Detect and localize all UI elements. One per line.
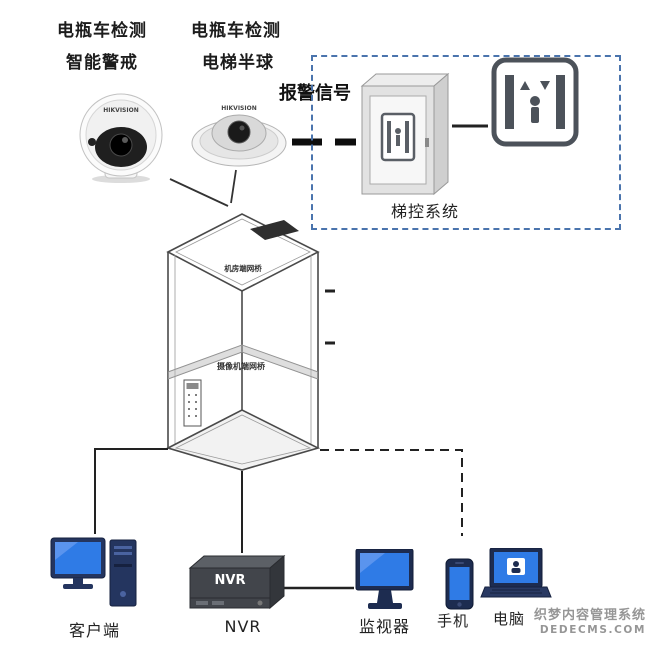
elevator-mid-band (168, 345, 318, 379)
camera1-label-line2: 智能警戒 (66, 53, 138, 73)
watermark: 织梦内容管理系统 DEDECMS.COM (524, 608, 646, 636)
turret-brand-text: HIKVISION (103, 107, 138, 114)
laptop-label: 电脑 (493, 610, 526, 628)
turret-camera-icon: HIKVISION (74, 90, 168, 184)
mini-dome-camera-icon: HIKVISION (190, 96, 288, 170)
monitor-icon (355, 548, 415, 615)
alarm-signal-label: 报警信号 (276, 79, 354, 105)
elevator-to-devices-dashed-line (320, 449, 463, 536)
phone-icon (445, 558, 475, 610)
camera2-label-line2: 电梯半球 (202, 53, 274, 73)
client-pc-icon (50, 534, 138, 618)
tick-marks (325, 289, 335, 345)
nvr-device-text: NVR (215, 573, 246, 588)
elevator-keypad (183, 379, 202, 427)
camera2-label-line1: 电瓶车检测 (191, 21, 281, 41)
elevator-sign-icon (490, 56, 580, 148)
dome-brand-text: HIKVISION (221, 105, 256, 112)
watermark-line2: DEDECMS.COM (539, 623, 646, 636)
camera1-label-line1: 电瓶车检测 (57, 21, 147, 41)
machine-room-bridge-label: 机房端网桥 (224, 264, 262, 273)
elevator-cab-wireframe (165, 213, 321, 471)
laptop-icon (480, 547, 552, 608)
elevator-to-client-line (94, 448, 168, 534)
elevator-control-dashed-box (311, 55, 621, 230)
nvr-icon: NVR (188, 554, 286, 612)
client-label: 客户端 (69, 621, 121, 640)
ceiling-device (250, 220, 299, 240)
nvr-label: NVR (224, 617, 262, 636)
watermark-line1: 织梦内容管理系统 (533, 608, 646, 623)
elevator-control-label: 梯控系统 (391, 202, 460, 221)
phone-label: 手机 (437, 612, 470, 630)
camera-side-bridge-label: 摄像机端网桥 (217, 362, 265, 371)
camera-connector-lines (169, 169, 237, 207)
monitor-label: 监视器 (359, 617, 411, 636)
control-cabinet-icon (356, 70, 452, 198)
